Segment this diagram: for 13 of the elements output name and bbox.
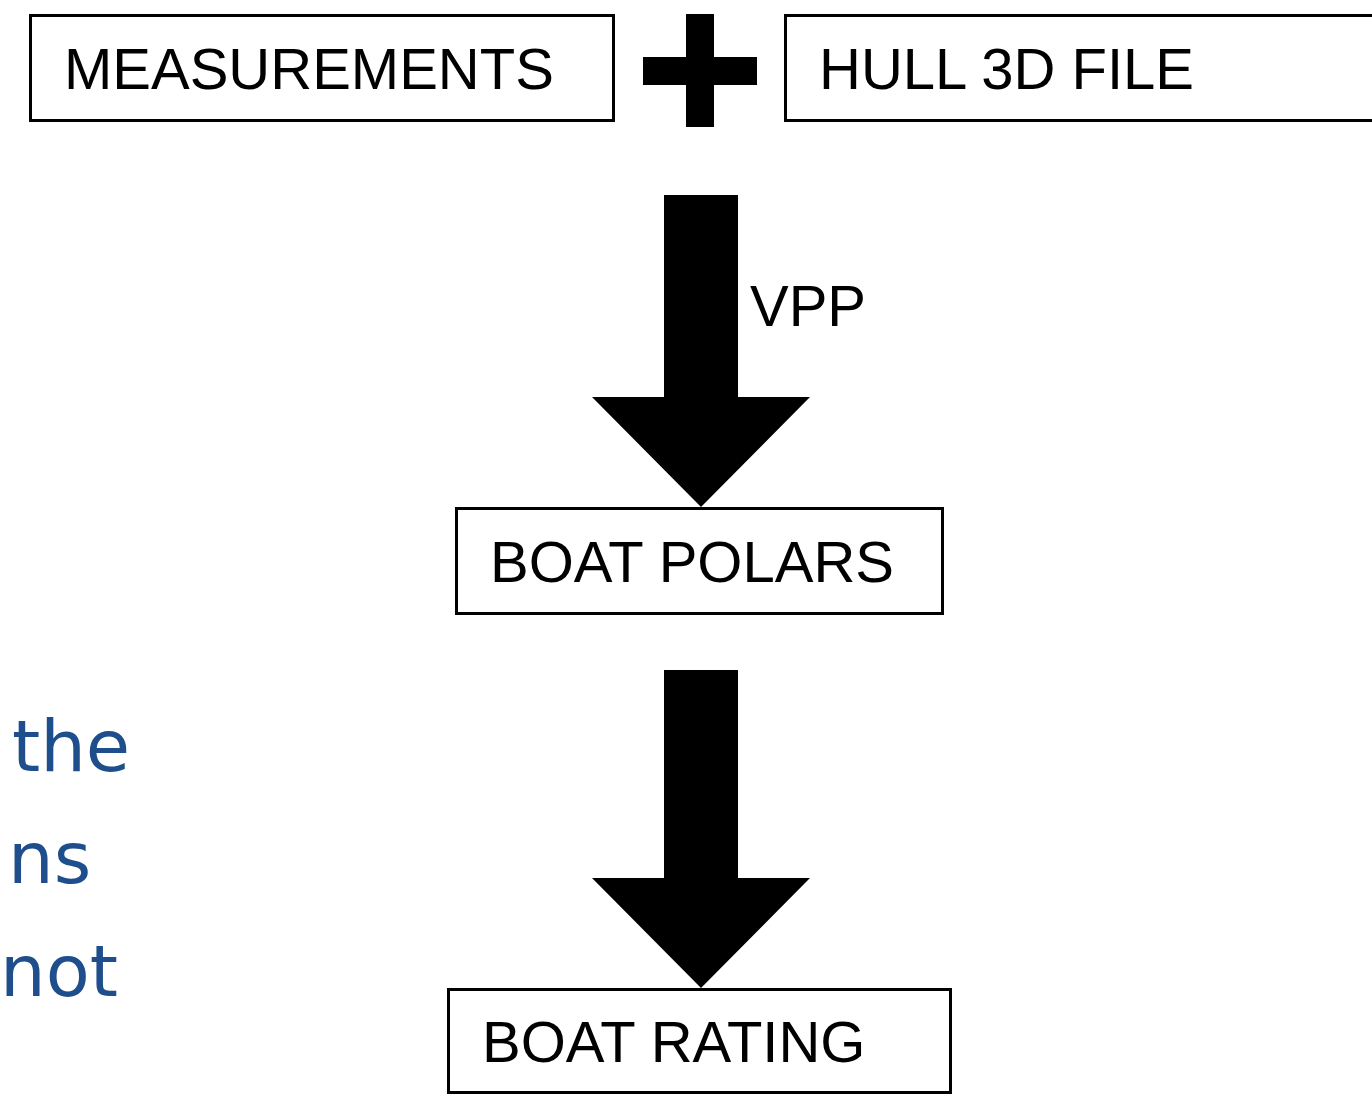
- text-fragment: ns: [8, 822, 92, 894]
- box-label: BOAT POLARS: [490, 527, 894, 595]
- process-box: [455, 507, 944, 615]
- process-box: [447, 988, 952, 1094]
- text-fragment: not: [0, 935, 118, 1007]
- box-label: MEASUREMENTS: [64, 34, 554, 102]
- process-box: [29, 14, 615, 122]
- text-fragment: the: [12, 710, 131, 782]
- box-label: HULL 3D FILE: [819, 34, 1194, 102]
- process-box: [784, 14, 1372, 122]
- block-arrow: [592, 670, 810, 988]
- box-label: BOAT RATING: [482, 1007, 866, 1075]
- block-arrow: [592, 195, 810, 507]
